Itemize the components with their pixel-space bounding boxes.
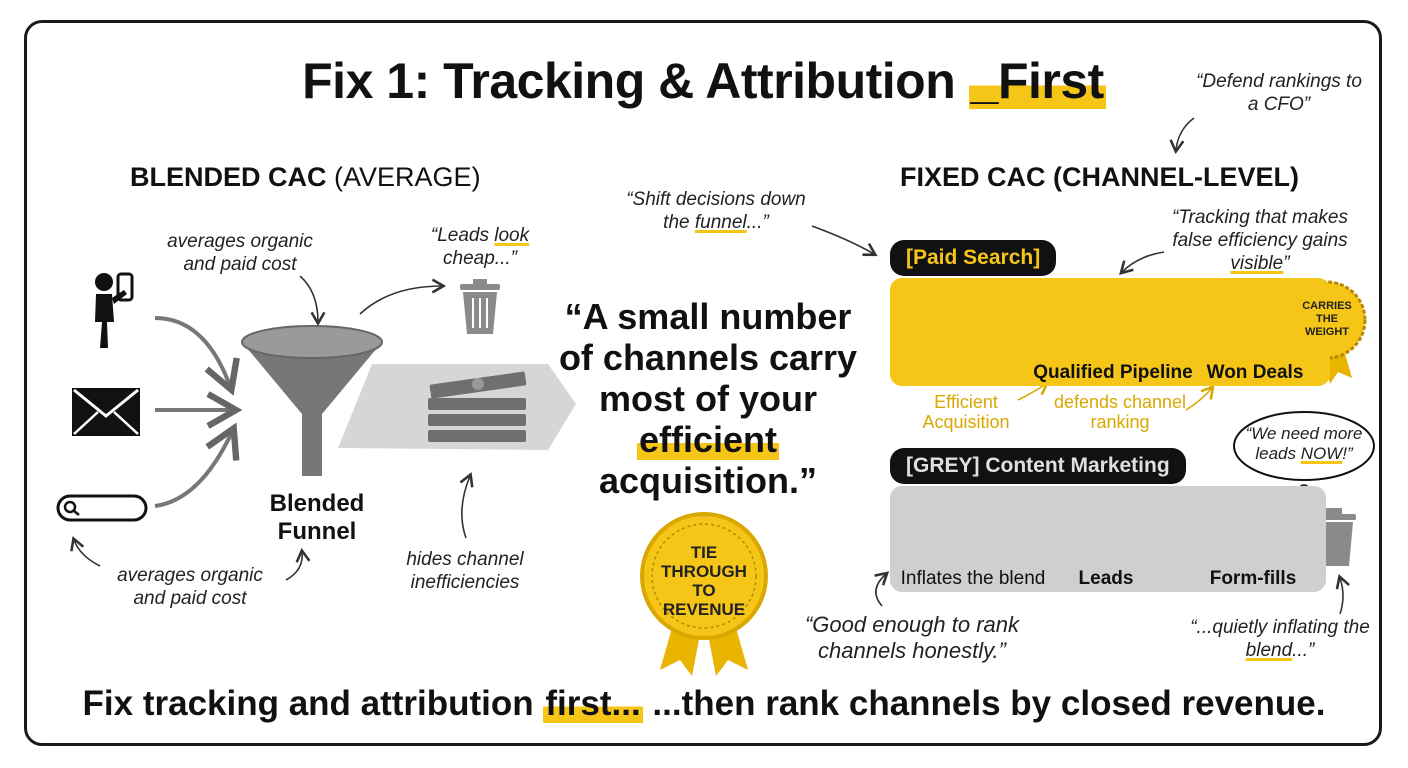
- envelope-icon: [72, 388, 140, 436]
- revenue-badge-text: TIE THROUGH TO REVENUE: [661, 543, 747, 619]
- efficient-acquisition-label: Efficient Acquisition: [922, 392, 1010, 432]
- person-phone-icon: [95, 272, 134, 348]
- blended-cac-heading: BLENDED CAC (AVERAGE): [130, 162, 481, 192]
- revenue-badge: [640, 512, 768, 676]
- quietly-note: “...quietly inflating the blend...”: [1190, 617, 1370, 661]
- blended-funnel-label: Blended Funnel: [269, 490, 365, 545]
- defends-ranking-label: defends channel ranking: [1053, 392, 1187, 432]
- content-marketing-band: [890, 486, 1326, 592]
- paid-search-band: [890, 278, 1330, 386]
- search-bar-icon: [56, 494, 148, 522]
- weight-badge-text: CARRIES THE WEIGHT: [1302, 300, 1352, 338]
- cash-stack-icon: [428, 371, 527, 442]
- won-deals-label: Won Deals: [1206, 362, 1304, 383]
- tracking-note: “Tracking that makes false efficiency ga…: [1172, 207, 1348, 274]
- averages-note-top: averages organic and paid cost: [167, 231, 313, 275]
- shift-note: “Shift decisions down the funnel...”: [626, 189, 806, 233]
- paid-search-pill: [Paid Search]: [890, 240, 1057, 276]
- hides-note: hides channel inefficiencies: [406, 549, 524, 593]
- good-enough-note: “Good enough to rank channels honestly.”: [804, 612, 1020, 663]
- frame-border: [24, 20, 1382, 746]
- bubble-text: “We need more leads NOW!”: [1245, 424, 1363, 463]
- leads-cheap-note: “Leads look cheap...”: [430, 225, 530, 269]
- bottom-summary: Fix tracking and attribution first... ..…: [82, 684, 1326, 723]
- funnel-icon: [241, 325, 383, 476]
- cfo-note: “Defend rankings to a CFO”: [1196, 71, 1362, 115]
- leads-label: Leads: [1078, 568, 1134, 589]
- qualified-pipeline-label: Qualified Pipeline: [1033, 362, 1193, 383]
- form-fills-label: Form-fills: [1209, 568, 1297, 589]
- fixed-cac-heading: FIXED CAC (CHANNEL-LEVEL): [900, 162, 1299, 192]
- content-marketing-pill: [GREY] Content Marketing: [890, 448, 1186, 484]
- trash-icon: [460, 279, 500, 334]
- page-title: Fix 1: Tracking & Attribution _First: [302, 53, 1106, 109]
- inflates-blend-label: Inflates the blend: [900, 568, 1046, 589]
- center-quote: “A small number of channels carry most o…: [558, 296, 858, 501]
- averages-note-bottom: averages organic and paid cost: [117, 565, 263, 609]
